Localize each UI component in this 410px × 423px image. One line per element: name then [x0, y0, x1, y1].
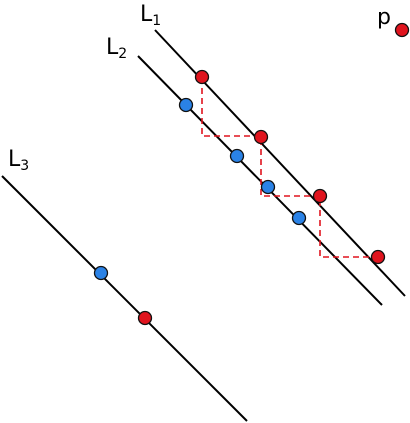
- line-l1: [154, 29, 406, 297]
- dashed-staircase-path: [201, 78, 378, 258]
- point-p-label: p: [377, 5, 391, 30]
- blue-point: [291, 210, 307, 226]
- line-l3-label: L3: [8, 147, 29, 174]
- blue-point: [229, 148, 245, 164]
- red-point: [370, 249, 386, 265]
- point-p-marker: [394, 22, 410, 38]
- line-l1-label: L1: [140, 2, 161, 29]
- blue-point: [93, 265, 109, 281]
- blue-point: [178, 97, 194, 113]
- red-point: [137, 310, 153, 326]
- line-l3: [1, 175, 248, 422]
- blue-point: [260, 179, 276, 195]
- red-point: [312, 188, 328, 204]
- red-point: [194, 69, 210, 85]
- line-l2-label: L2: [106, 35, 127, 62]
- red-point: [253, 129, 269, 145]
- line-l2: [137, 55, 383, 306]
